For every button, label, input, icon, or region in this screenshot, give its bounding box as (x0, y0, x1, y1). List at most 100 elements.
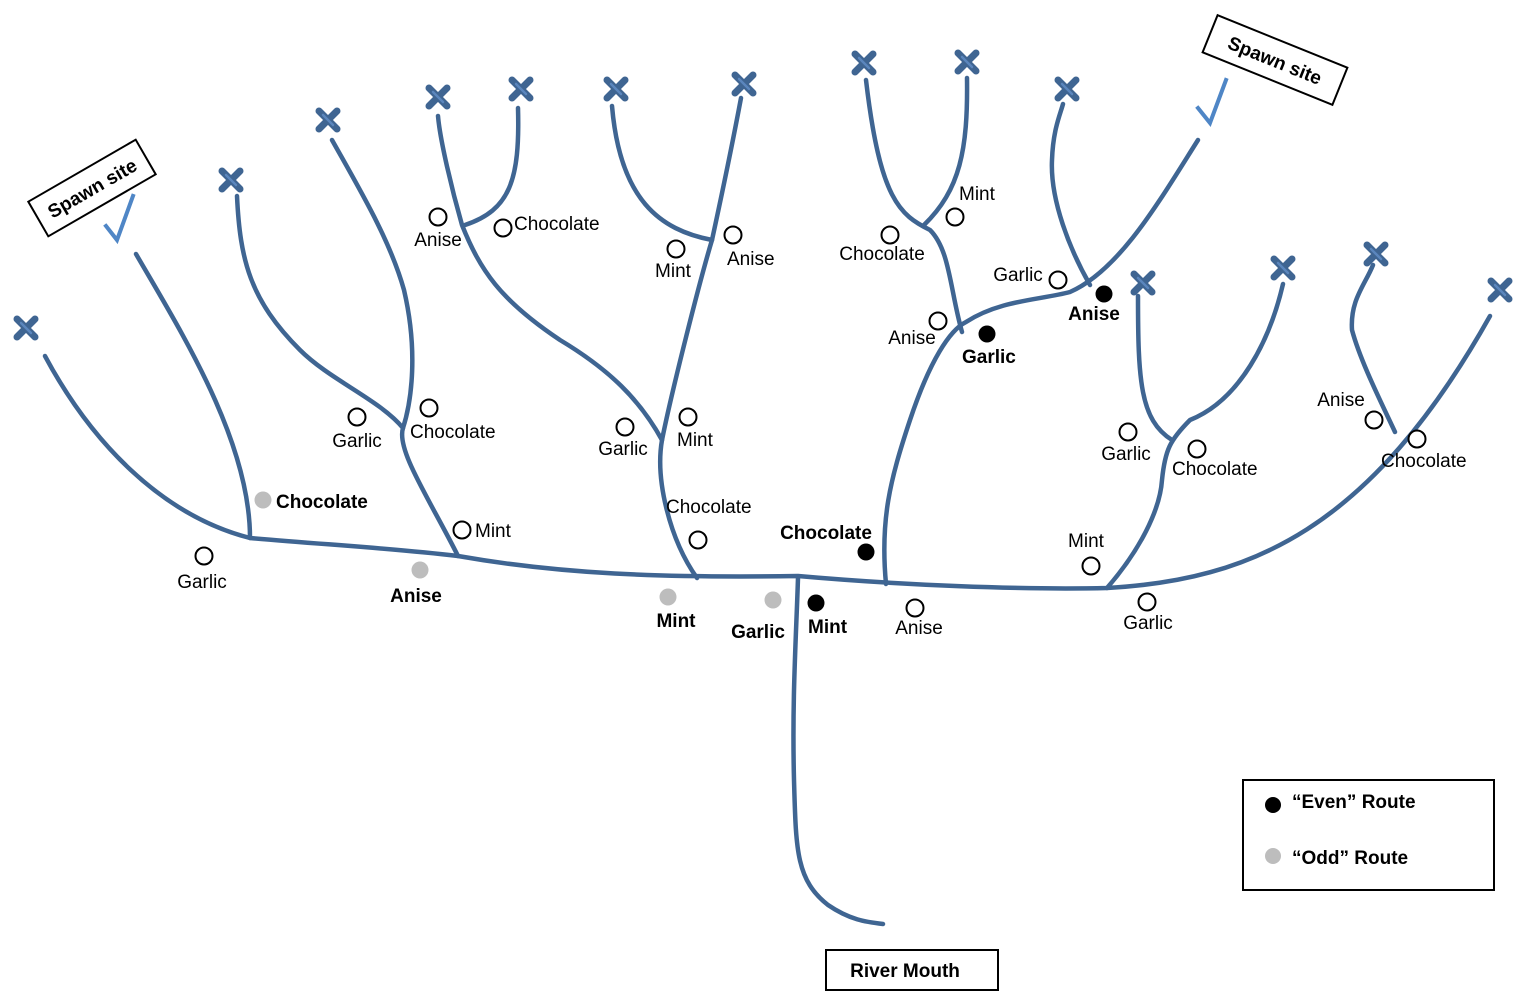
marker-dot-even (1095, 285, 1113, 303)
river-mouth-box: River Mouth (825, 949, 999, 991)
scent-marker: Garlic (731, 591, 785, 643)
river-branch-e (1349, 262, 1398, 435)
marker-label: Chocolate (276, 492, 368, 513)
river-main-channel (42, 313, 1493, 591)
x-mark-icon (731, 71, 757, 97)
x-mark-icon (1363, 241, 1389, 267)
scent-marker: Chocolate (493, 214, 600, 238)
marker-dot-none (723, 225, 743, 245)
scent-marker: Anise (888, 311, 948, 349)
river-branch-c-up (863, 77, 965, 335)
scent-marker: Anise (414, 207, 462, 251)
scent-marker: Mint (655, 239, 692, 282)
marker-label: Garlic (731, 622, 785, 643)
marker-label: Chocolate (514, 214, 600, 235)
spawn-check-right (1195, 77, 1229, 128)
marker-label: Anise (390, 586, 442, 607)
scent-marker: Mint (656, 588, 696, 632)
marker-label: Mint (1068, 531, 1105, 552)
marker-label: Mint (677, 430, 714, 451)
legend-even-label: “Even” Route (1292, 792, 1416, 813)
scent-marker: Garlic (993, 265, 1068, 290)
marker-dot-even (807, 594, 825, 612)
marker-label: Garlic (332, 431, 382, 452)
marker-label: Garlic (598, 439, 648, 460)
marker-dot-none (1048, 270, 1068, 290)
spawn-site-box-right: Spawn site (1201, 13, 1349, 107)
scent-marker: Garlic (177, 546, 227, 593)
legend-box (1242, 779, 1495, 891)
marker-label: Anise (895, 618, 943, 639)
marker-dot-none (428, 207, 448, 227)
marker-dot-none (945, 207, 965, 227)
scent-marker: Mint (452, 520, 512, 542)
x-mark-icon (603, 76, 629, 102)
marker-dot-even (857, 543, 875, 561)
scent-marker: Mint (677, 407, 714, 451)
marker-dot-odd (411, 561, 429, 579)
marker-dot-none (347, 407, 367, 427)
x-mark-icon (954, 49, 980, 75)
x-mark-icon (1130, 270, 1156, 296)
scent-marker: Mint (1068, 531, 1105, 576)
spawn-site-box-left: Spawn site (26, 138, 158, 238)
marker-label: Chocolate (839, 244, 925, 265)
marker-label: Mint (808, 617, 848, 638)
x-mark-icon (13, 315, 39, 341)
river-branch-d-left (1135, 293, 1175, 443)
river-branch-b-sub-right (609, 103, 715, 243)
marker-label: Anise (414, 230, 462, 251)
marker-label: Chocolate (410, 422, 496, 443)
marker-label: Chocolate (1381, 451, 1467, 472)
marker-dot-none (419, 398, 439, 418)
river-branch-spawn-left (133, 251, 253, 541)
scent-marker: Garlic (962, 325, 1016, 368)
marker-label: Anise (727, 249, 775, 270)
river-branch-b-sub-left (462, 105, 521, 228)
marker-dot-odd (254, 491, 272, 509)
marker-dot-none (688, 530, 708, 550)
scent-marker: Chocolate (780, 523, 875, 561)
river-trunk (791, 575, 886, 927)
marker-dot-none (615, 417, 635, 437)
marker-label: Mint (656, 611, 696, 632)
marker-dot-odd (764, 591, 782, 609)
x-mark-icon (425, 84, 451, 110)
river-branch-c-up2 (921, 75, 970, 228)
legend: “Even” Route “Odd” Route (1242, 779, 1495, 891)
marker-dot-none (1187, 439, 1207, 459)
marker-dot-even (978, 325, 996, 343)
marker-dot-none (1118, 422, 1138, 442)
marker-dot-none (880, 225, 900, 245)
dead-end-markers (13, 49, 1513, 341)
river-mouth-label: River Mouth (850, 961, 960, 982)
x-mark-icon (508, 76, 534, 102)
scent-marker: Anise (1068, 285, 1120, 325)
river-branch-c (882, 137, 1201, 587)
legend-odd-label: “Odd” Route (1292, 848, 1408, 869)
marker-label: Garlic (1101, 444, 1151, 465)
scent-marker: Anise (1317, 390, 1384, 430)
scent-marker: Garlic (1101, 422, 1151, 465)
scent-marker: Anise (895, 598, 943, 639)
marker-dot-odd (659, 588, 677, 606)
marker-dot-none (928, 311, 948, 331)
marker-dot-none (678, 407, 698, 427)
x-mark-icon (1270, 255, 1296, 281)
scent-marker: Chocolate (1381, 429, 1467, 472)
marker-dot-none (1364, 410, 1384, 430)
x-mark-icon (851, 50, 877, 76)
marker-dot-none (1081, 556, 1101, 576)
x-mark-icon (1054, 76, 1080, 102)
river-branch-a-left (234, 193, 406, 431)
check-mark-icon (103, 193, 136, 245)
marker-dot-none (194, 546, 214, 566)
scent-marker: Chocolate (1172, 439, 1258, 480)
scent-marker: Chocolate (410, 398, 496, 443)
marker-label: Garlic (993, 265, 1043, 286)
marker-dot-none (493, 218, 513, 238)
marker-label: Mint (959, 184, 996, 205)
marker-label: Mint (475, 521, 512, 542)
